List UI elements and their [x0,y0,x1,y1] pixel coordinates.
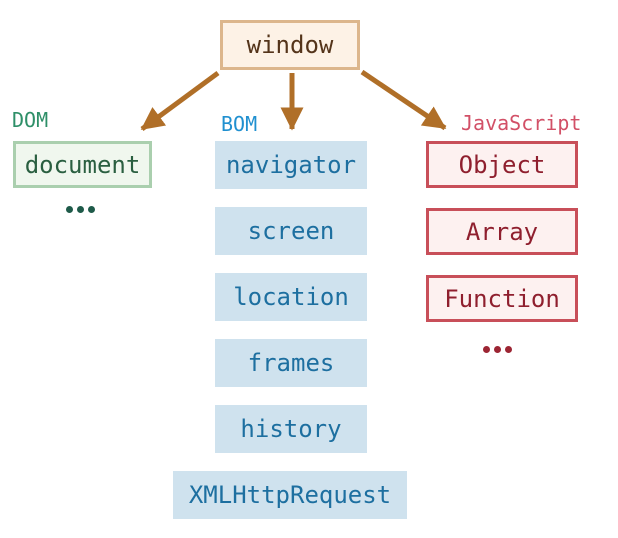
document-node: document [13,141,152,188]
screen-node: screen [215,207,367,255]
dom-group-label: DOM [12,108,49,132]
window-node: window [220,20,360,70]
navigator-node: navigator [215,141,367,189]
ellipsis-dot [505,346,512,353]
object-node: Object [426,141,578,188]
history-node: history [215,405,367,453]
arrow-window-to-javascript [360,69,447,131]
javascript-ellipsis [483,346,512,353]
array-node: Array [426,208,578,255]
frames-node: frames [215,339,367,387]
arrow-window-to-dom [140,70,220,132]
ellipsis-dot [66,206,73,213]
ellipsis-dot [88,206,95,213]
bom-group-label: BOM [221,112,258,136]
ellipsis-dot [494,346,501,353]
ellipsis-dot [77,206,84,213]
xmlhttprequest-node: XMLHttpRequest [173,471,407,519]
ellipsis-dot [483,346,490,353]
function-node: Function [426,275,578,322]
dom-ellipsis [66,206,95,213]
javascript-group-label: JavaScript [461,111,582,135]
location-node: location [215,273,367,321]
